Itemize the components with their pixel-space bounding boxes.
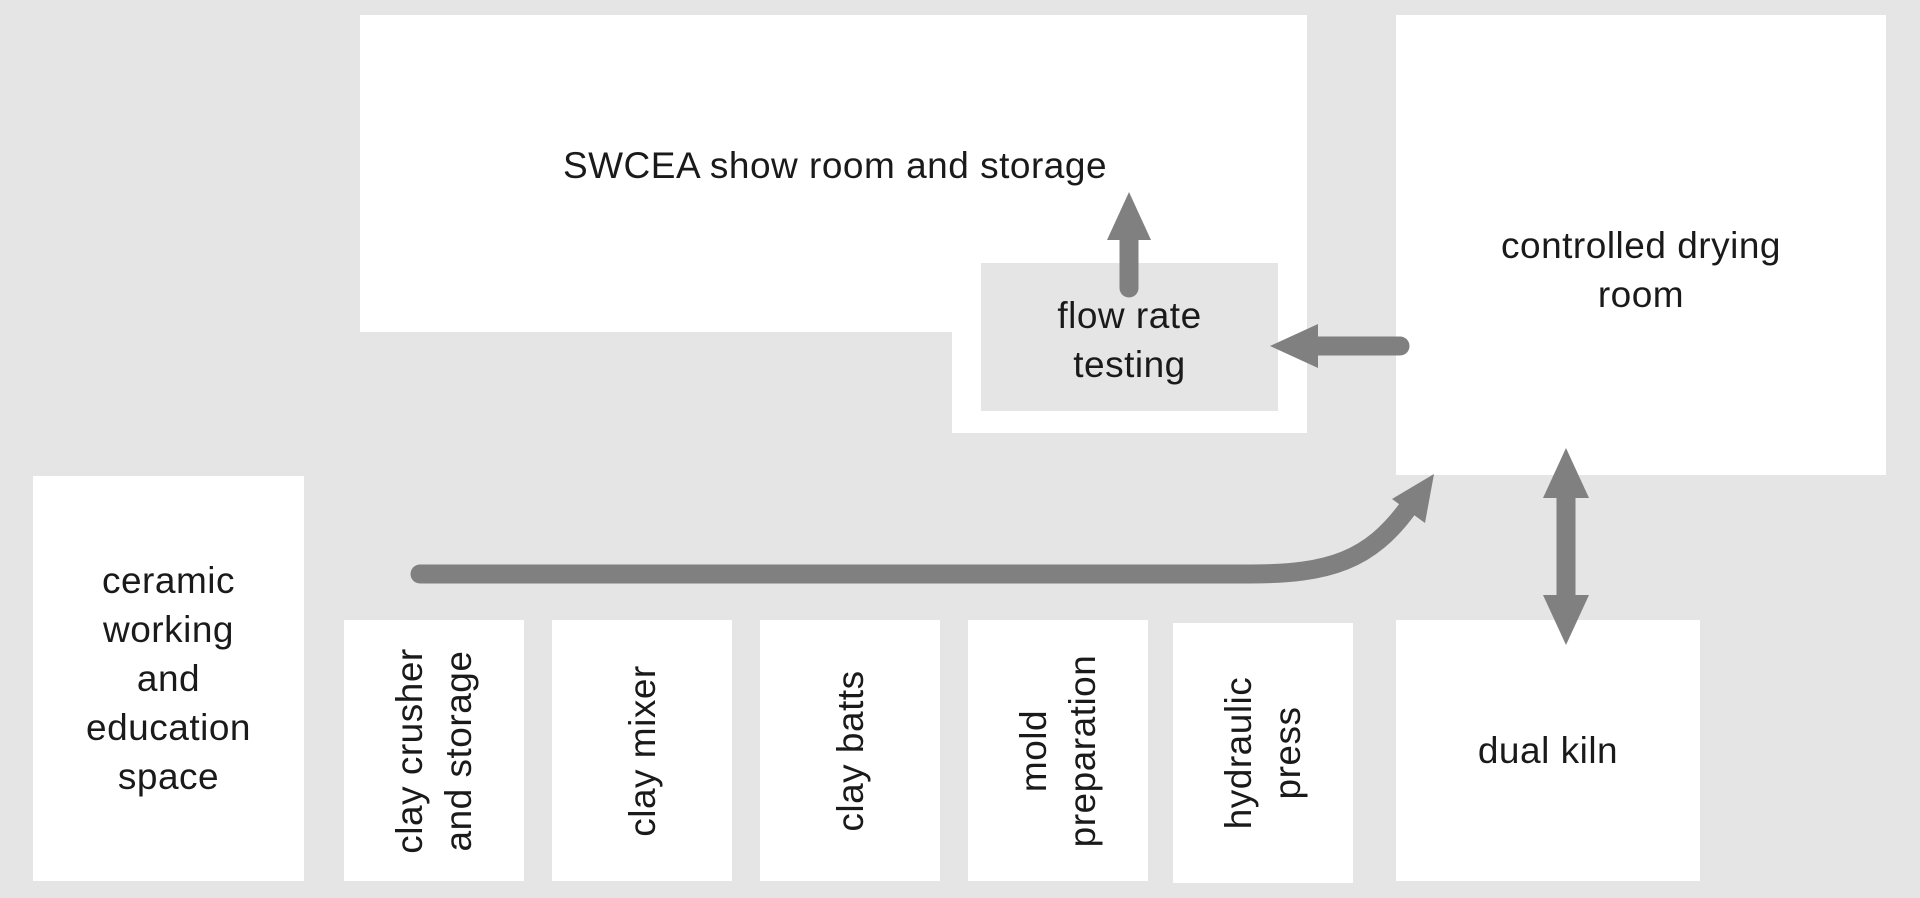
drying-room-area bbox=[1396, 15, 1886, 475]
production-flow-arrowhead bbox=[1392, 474, 1434, 523]
clay-mixer-area: clay mixer bbox=[552, 620, 732, 881]
ceramic-space-area bbox=[33, 476, 304, 881]
drying-room-label: controlled drying room bbox=[1501, 225, 1781, 315]
clay-batts-area: clay batts bbox=[760, 620, 940, 881]
flow-rate-testing-label: flow rate testing bbox=[1057, 295, 1202, 385]
testing-to-showroom-arrowhead bbox=[1107, 192, 1151, 240]
dual-kiln-label: dual kiln bbox=[1477, 729, 1619, 771]
drying-kiln-arrowhead-down bbox=[1543, 595, 1589, 645]
production-flow-arrow bbox=[410, 498, 1418, 584]
mold-preparation-area: mold preparation bbox=[968, 620, 1148, 881]
showroom-label: SWCEA show room and storage bbox=[562, 144, 1108, 186]
clay-crusher-area: clay crusher and storage bbox=[344, 620, 524, 881]
ceramic-space-label: ceramic working and education space bbox=[86, 560, 251, 797]
dual-kiln-area bbox=[1396, 620, 1700, 881]
drying-to-testing-arrowhead bbox=[1270, 324, 1318, 368]
hydraulic-press-area: hydraulic press bbox=[1173, 623, 1353, 883]
drying-kiln-arrowhead-up bbox=[1543, 448, 1589, 498]
